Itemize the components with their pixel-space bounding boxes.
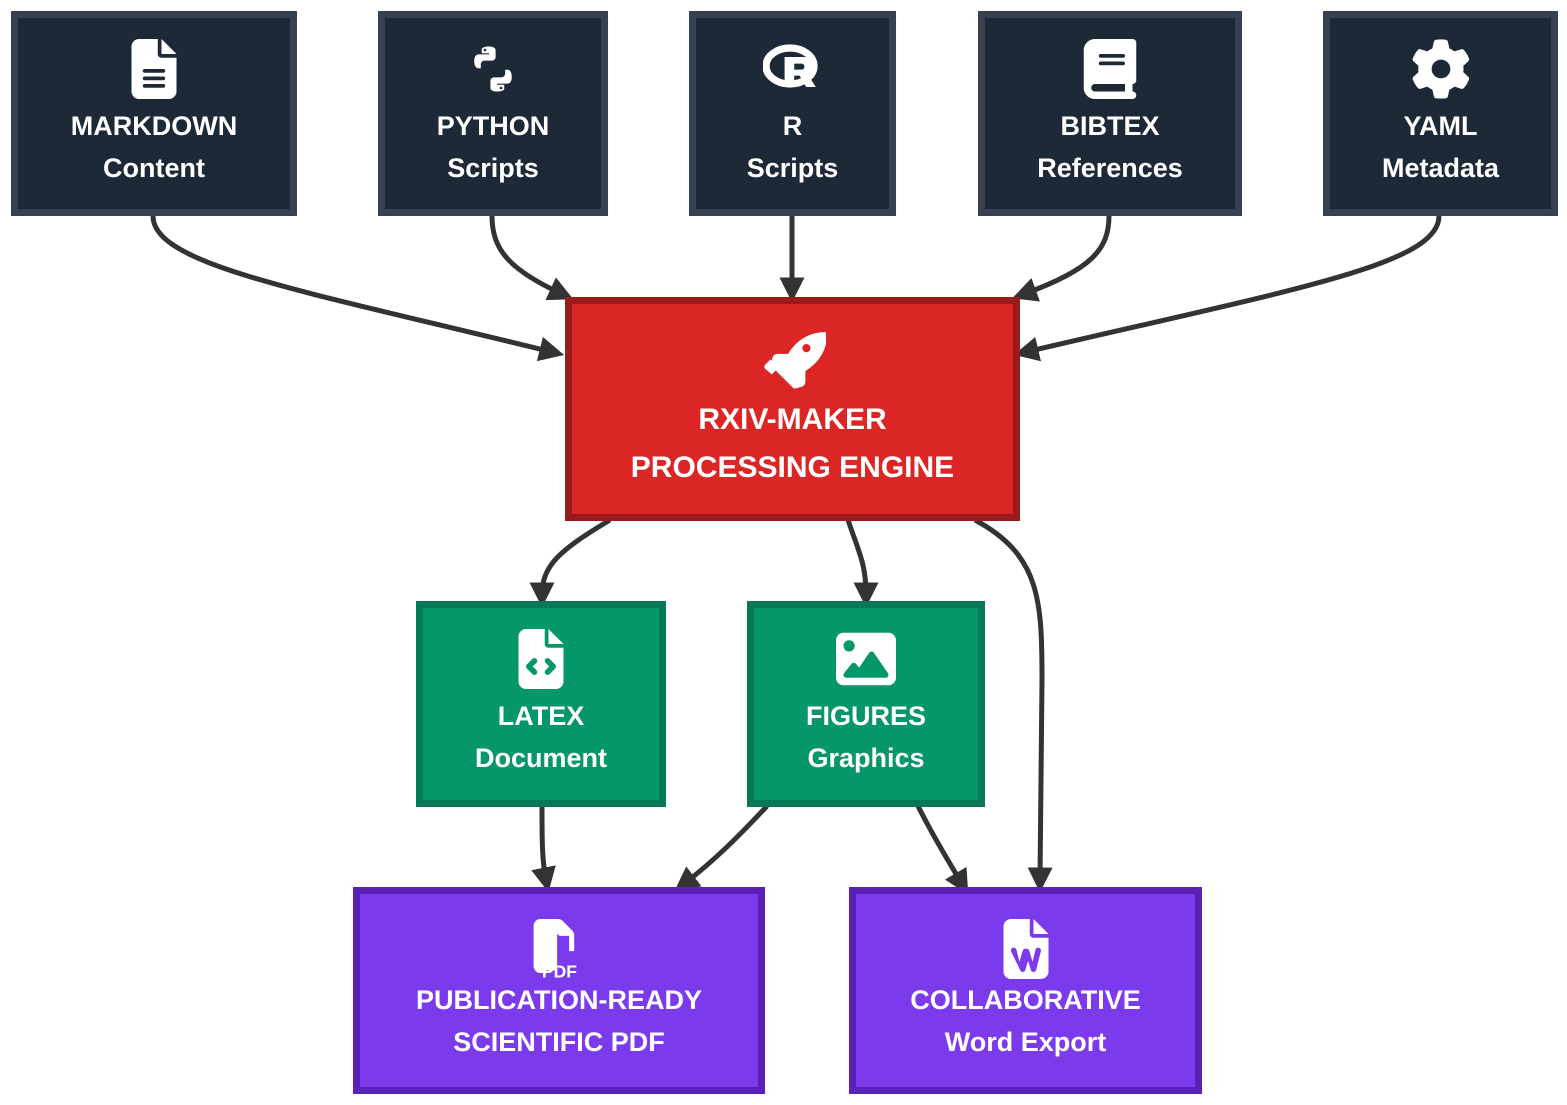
file-pdf-icon: PDF	[529, 918, 589, 979]
node-title: LATEX	[497, 701, 585, 731]
node-pdf: PDF PUBLICATION-READY SCIENTIFIC PDF	[353, 887, 765, 1094]
svg-text:PDF: PDF	[542, 961, 577, 978]
book-icon	[1080, 38, 1140, 99]
edge-figures-word	[915, 804, 969, 895]
node-engine: RXIV-MAKER PROCESSING ENGINE	[565, 297, 1020, 521]
node-title: COLLABORATIVE	[910, 984, 1141, 1015]
node-subtitle: Content	[103, 152, 205, 183]
edge-figures-pdf	[674, 804, 769, 892]
node-title: PYTHON	[436, 110, 550, 141]
node-title: PUBLICATION-READY	[416, 984, 702, 1015]
node-word: COLLABORATIVE Word Export	[849, 887, 1202, 1094]
node-title: R	[782, 110, 803, 141]
node-subtitle: Metadata	[1381, 152, 1500, 183]
node-subtitle: Document	[474, 743, 607, 773]
node-markdown: MARKDOWN Content	[11, 11, 297, 216]
node-figures: FIGURES Graphics	[747, 601, 985, 807]
node-python: PYTHON Scripts	[378, 11, 608, 216]
gear-icon	[1411, 38, 1471, 99]
edge-latex-pdf	[531, 805, 556, 893]
file-lines-icon	[124, 38, 184, 99]
node-bibtex: BIBTEX References	[978, 11, 1242, 216]
node-title: RXIV-MAKER	[698, 403, 887, 436]
edge-engine-word	[973, 517, 1053, 893]
edge-yaml-engine	[1013, 215, 1442, 362]
edge-markdown-engine	[150, 215, 565, 362]
file-code-icon	[511, 629, 571, 689]
node-r: R Scripts	[689, 11, 896, 216]
node-subtitle: Word Export	[944, 1026, 1107, 1057]
edge-engine-figures	[845, 519, 879, 608]
node-subtitle: Scripts	[447, 152, 539, 183]
node-subtitle: References	[1037, 152, 1183, 183]
r-project-icon	[762, 39, 823, 99]
edge-bibtex-engine	[1012, 215, 1112, 302]
node-title: BIBTEX	[1060, 110, 1160, 141]
node-title: YAML	[1403, 110, 1478, 141]
edge-engine-latex	[529, 517, 612, 608]
node-subtitle: PROCESSING ENGINE	[630, 451, 955, 484]
node-yaml: YAML Metadata	[1323, 11, 1558, 216]
image-icon	[836, 629, 896, 689]
node-title: MARKDOWN	[70, 110, 238, 141]
edge-python-engine	[489, 215, 574, 301]
node-subtitle: Scripts	[746, 152, 839, 183]
node-latex: LATEX Document	[416, 601, 666, 807]
rocket-icon	[760, 326, 826, 392]
node-subtitle: Graphics	[807, 743, 925, 773]
node-title: FIGURES	[805, 701, 926, 731]
node-subtitle: SCIENTIFIC PDF	[453, 1026, 665, 1057]
file-word-icon	[996, 918, 1056, 979]
python-icon	[463, 39, 523, 99]
